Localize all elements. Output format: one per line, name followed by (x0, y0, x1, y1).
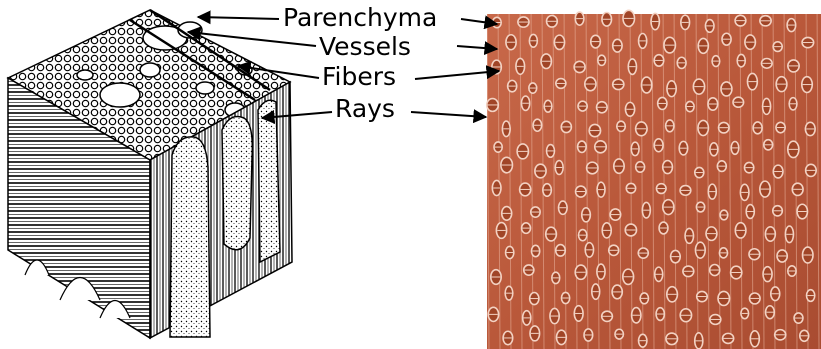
vessels-label: Vessels (319, 34, 411, 59)
fibers-label: Fibers (322, 64, 396, 89)
rays-label: Rays (335, 96, 395, 121)
parenchyma-label: Parenchyma (283, 5, 437, 30)
